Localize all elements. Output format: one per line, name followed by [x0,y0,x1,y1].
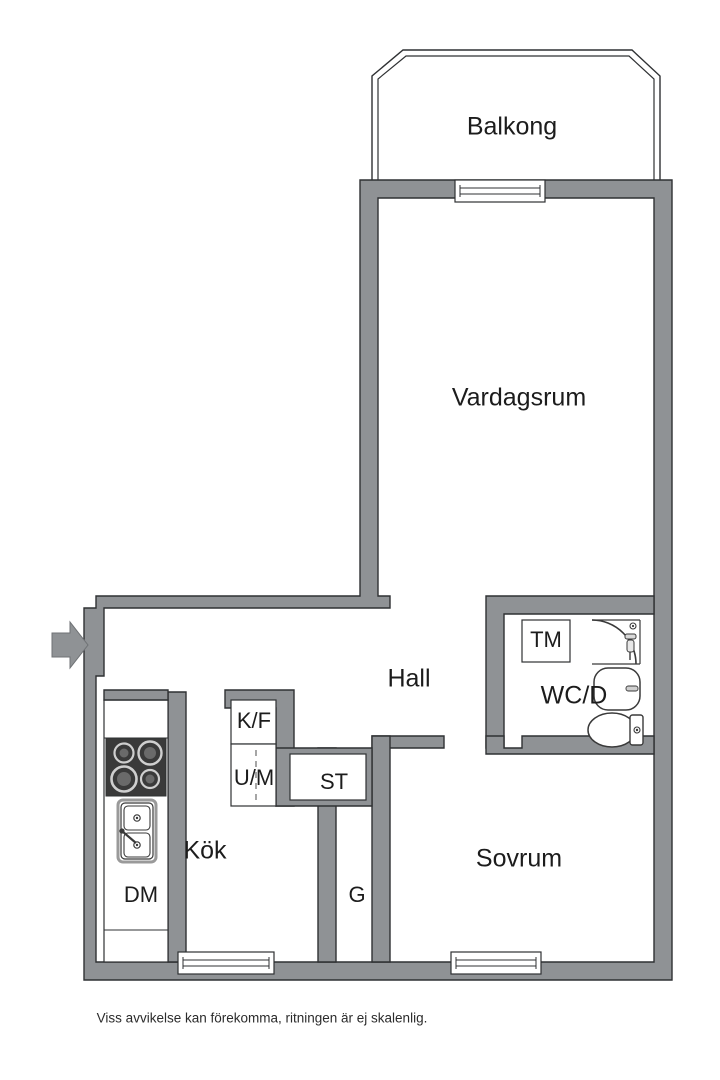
garderob-right-wall [371,735,391,963]
bathroom-fixtures [587,619,644,748]
balcony-area [371,49,661,186]
room-label-balkong: Balkong [467,113,557,141]
shower-icon [591,619,641,665]
window-balcony-door [454,179,546,203]
tm-box [521,619,571,663]
wall-structure [83,179,673,981]
disclaimer-caption: Viss avvikelse kan förekomma, ritningen … [97,1011,428,1026]
room-label-sovrum: Sovrum [476,845,562,873]
toilet-icon [587,712,644,748]
window-kitchen [177,951,275,975]
st-interior [289,753,367,801]
arrow-right-icon [51,620,89,670]
room-label-kok: Kök [183,837,227,865]
fixture-labels: TM K/F U/M ST G DM [124,627,562,907]
um-box [230,743,277,807]
window-bedroom [450,951,542,975]
kitchen-hall-wall [167,691,187,963]
room-labels: Balkong Vardagsrum Hall Kök Sovrum WC/D [183,113,607,873]
fixture-label-st: ST [320,769,348,794]
fixture-label-tm: TM [530,627,562,652]
stove-icon [105,737,167,797]
room-label-vardagsrum: Vardagsrum [452,384,586,412]
fixture-label-dm: DM [124,882,158,907]
fixture-label-um: U/M [234,765,274,790]
fixture-label-kf: K/F [237,708,271,733]
balcony-railing-inner [377,55,655,186]
kf-um-cabinets [230,699,277,807]
washbasin-icon [593,667,641,711]
sink-icon [116,798,158,864]
fixture-label-g: G [348,882,365,907]
balcony-railing [371,49,661,186]
exterior-walls [83,179,673,981]
room-label-hall: Hall [387,665,430,693]
room-label-wc-d: WC/D [541,682,608,710]
windows-group [177,179,546,975]
kitchen-counter-cap [103,689,169,701]
